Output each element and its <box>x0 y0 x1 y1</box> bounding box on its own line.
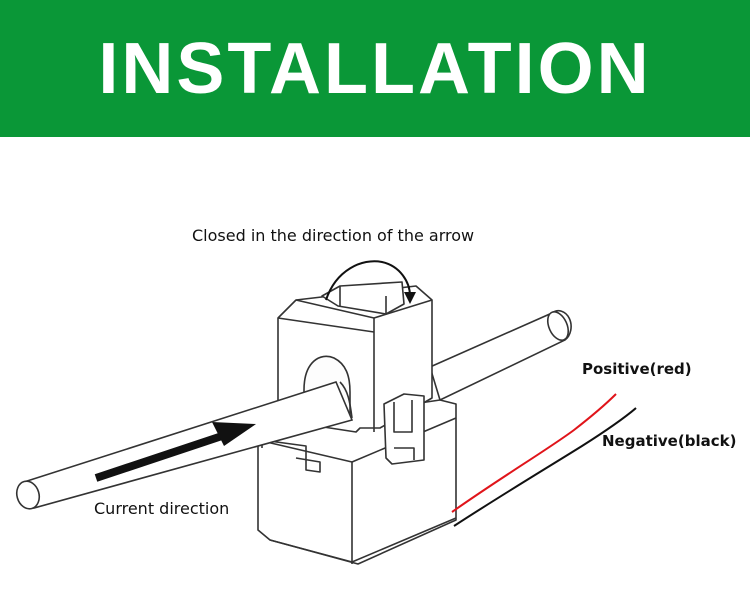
closing-arrow-head <box>404 292 416 304</box>
positive-wire-label: Positive(red) <box>582 360 692 378</box>
title-banner: INSTALLATION <box>0 0 750 137</box>
positive-wire <box>451 393 617 513</box>
closing-direction-label: Closed in the direction of the arrow <box>192 226 475 245</box>
page-title: INSTALLATION <box>98 28 652 109</box>
closing-direction-arrow <box>325 260 411 301</box>
conductor-rod-rear <box>429 310 572 402</box>
negative-wire <box>453 407 637 527</box>
current-arrow-head <box>212 422 256 446</box>
negative-wire-label: Negative(black) <box>602 432 737 450</box>
current-direction-label: Current direction <box>94 499 230 518</box>
current-direction-arrow <box>94 426 242 482</box>
current-transformer-diagram <box>15 260 637 565</box>
